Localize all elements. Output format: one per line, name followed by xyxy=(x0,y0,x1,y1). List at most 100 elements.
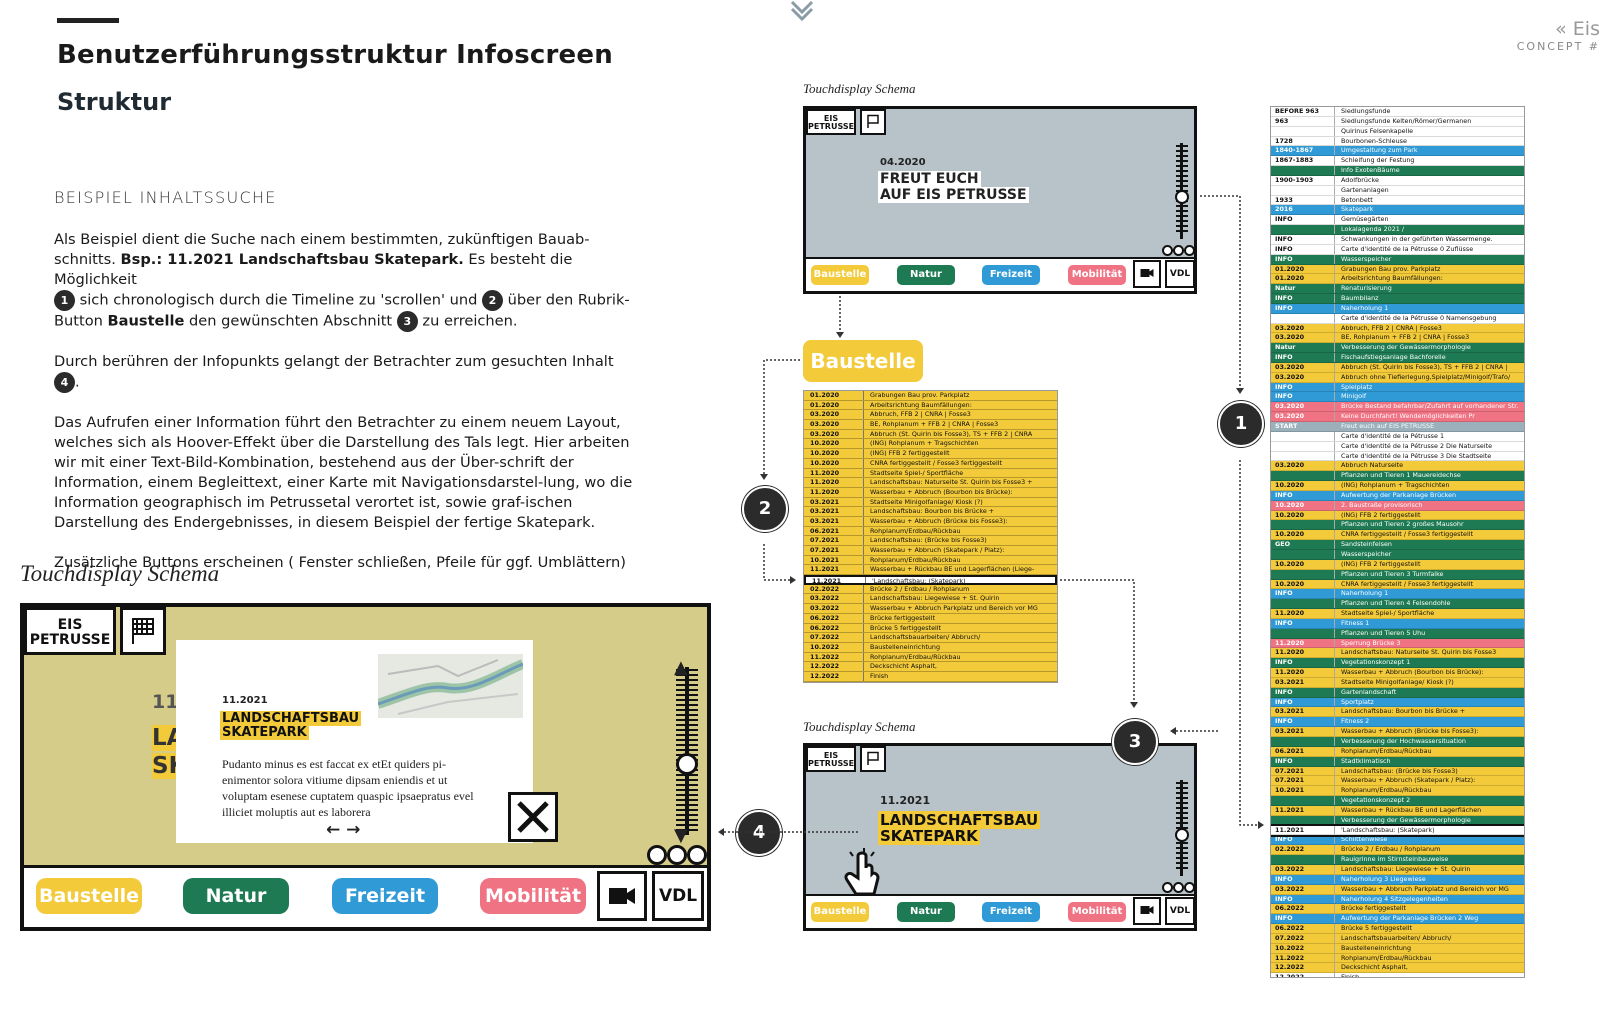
timeline-row[interactable]: Carte d'identité de la Pétrusse 3 Die St… xyxy=(1271,451,1524,462)
table-row[interactable]: 11.2021'Landschaftsbau: (Skatepark) xyxy=(804,575,1057,585)
slider-knob[interactable] xyxy=(1175,190,1189,204)
camera-icon[interactable] xyxy=(597,871,647,921)
vdl-button[interactable]: VDL xyxy=(1165,260,1195,288)
timeline-row[interactable]: Pflanzen und Tieren 1 Mauereidechse xyxy=(1271,471,1524,482)
table-row[interactable]: 03.2020 Abbruch (St. Quirin bis Fosse3),… xyxy=(804,429,1057,440)
vdl-button[interactable]: VDL xyxy=(652,871,704,921)
flag-icon[interactable] xyxy=(860,109,886,135)
mobilitaet-button[interactable]: Mobilität xyxy=(480,878,586,914)
freizeit-button[interactable]: Freizeit xyxy=(982,902,1040,922)
natur-button[interactable]: Natur xyxy=(897,902,955,922)
timeline-row[interactable]: Pflanzen und Tieren 4 Felsendohle xyxy=(1271,599,1524,610)
timeline-row[interactable]: Lokalagenda 2021 / xyxy=(1271,225,1524,235)
flag-icon[interactable] xyxy=(860,746,886,772)
natur-button[interactable]: Natur xyxy=(897,265,955,285)
timeline-row[interactable]: Info ExotenBäume xyxy=(1271,166,1524,176)
timeline-row[interactable]: 10.2020(ING) FFB 2 fertiggestellt xyxy=(1271,510,1524,521)
baustelle-label[interactable]: Baustelle xyxy=(803,340,923,382)
mobilitaet-button[interactable]: Mobilität xyxy=(1068,265,1126,285)
baustelle-button[interactable]: Baustelle xyxy=(811,902,869,922)
timeline-row[interactable]: 10.2020(ING) Rohplanum + Tragschichten xyxy=(1271,481,1524,491)
slider-knob[interactable] xyxy=(1175,828,1189,842)
page-arrows-icon[interactable]: ← → xyxy=(326,820,361,840)
slider-knob[interactable] xyxy=(676,753,698,775)
freizeit-button[interactable]: Freizeit xyxy=(332,878,438,914)
timeline-row[interactable]: 11.2021'Landschaftsbau: (Skatepark) xyxy=(1271,823,1524,838)
close-button[interactable] xyxy=(508,792,558,842)
timeline-row[interactable]: Verbesserung der Hochwassersituation xyxy=(1271,737,1524,747)
timeline-row[interactable]: Rauigrinne im Stirnsteinbauweise xyxy=(1271,855,1524,865)
mobilitaet-button[interactable]: Mobilität xyxy=(1068,902,1126,922)
baustelle-button[interactable]: Baustelle xyxy=(811,265,869,285)
timeline-row[interactable]: Carte d'identité de la Pétrusse 0 Namens… xyxy=(1271,313,1524,324)
timeline-row[interactable]: Gartenanlagen xyxy=(1271,185,1524,196)
freizeit-button[interactable]: Freizeit xyxy=(982,265,1040,285)
timeline-row[interactable]: Carte d'identité de la Pétrusse 2 Die Na… xyxy=(1271,441,1524,452)
flag-icon[interactable] xyxy=(120,607,166,655)
